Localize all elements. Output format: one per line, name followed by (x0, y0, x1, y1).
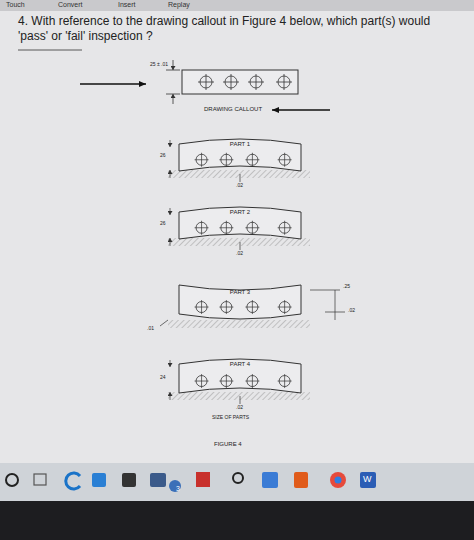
toolbar (0, 0, 474, 11)
question-text: 4. With reference to the drawing callout… (18, 14, 458, 44)
figure-note: SIZE OF PARTS (212, 415, 249, 421)
dimension: 26 (160, 153, 166, 159)
toolbar-item: Replay (168, 1, 190, 9)
bezel (0, 501, 474, 540)
pointer-arrow (80, 83, 146, 84)
dimension: .01 (147, 326, 154, 332)
taskbar (0, 463, 474, 501)
part-plate: PART 3 (178, 284, 302, 320)
toolbar-item: Convert (58, 1, 83, 9)
callout-plate (182, 70, 298, 94)
part-name: PART 2 (178, 209, 302, 215)
toolbar-item: Insert (118, 1, 136, 9)
taskbar-icon (6, 472, 376, 492)
callout-label: DRAWING CALLOUT (204, 106, 262, 113)
dimension: 25 ± .01 (150, 62, 168, 68)
figure-caption: FIGURE 4 (214, 441, 242, 448)
toolbar-item: Touch (6, 1, 25, 9)
dimension: .25 (343, 284, 350, 290)
dimension: .02 (348, 308, 355, 314)
surface-plate (168, 170, 310, 400)
app-letter: W (363, 475, 372, 485)
dimension: .02 (236, 251, 243, 257)
part-plate: PART 1 (178, 138, 302, 172)
dimension: .02 (236, 183, 243, 189)
badge-number: 3 (176, 485, 180, 493)
screen (0, 11, 474, 463)
part-name: PART 1 (178, 141, 302, 147)
part-plate: PART 4 (178, 358, 302, 394)
dimension: .02 (236, 405, 243, 411)
part-name: PART 4 (178, 361, 302, 367)
part-plate: PART 2 (178, 206, 302, 240)
pointer-arrow (272, 109, 330, 110)
dimension: 24 (160, 375, 166, 381)
part-name: PART 3 (178, 289, 302, 295)
dimension: 26 (160, 221, 166, 227)
